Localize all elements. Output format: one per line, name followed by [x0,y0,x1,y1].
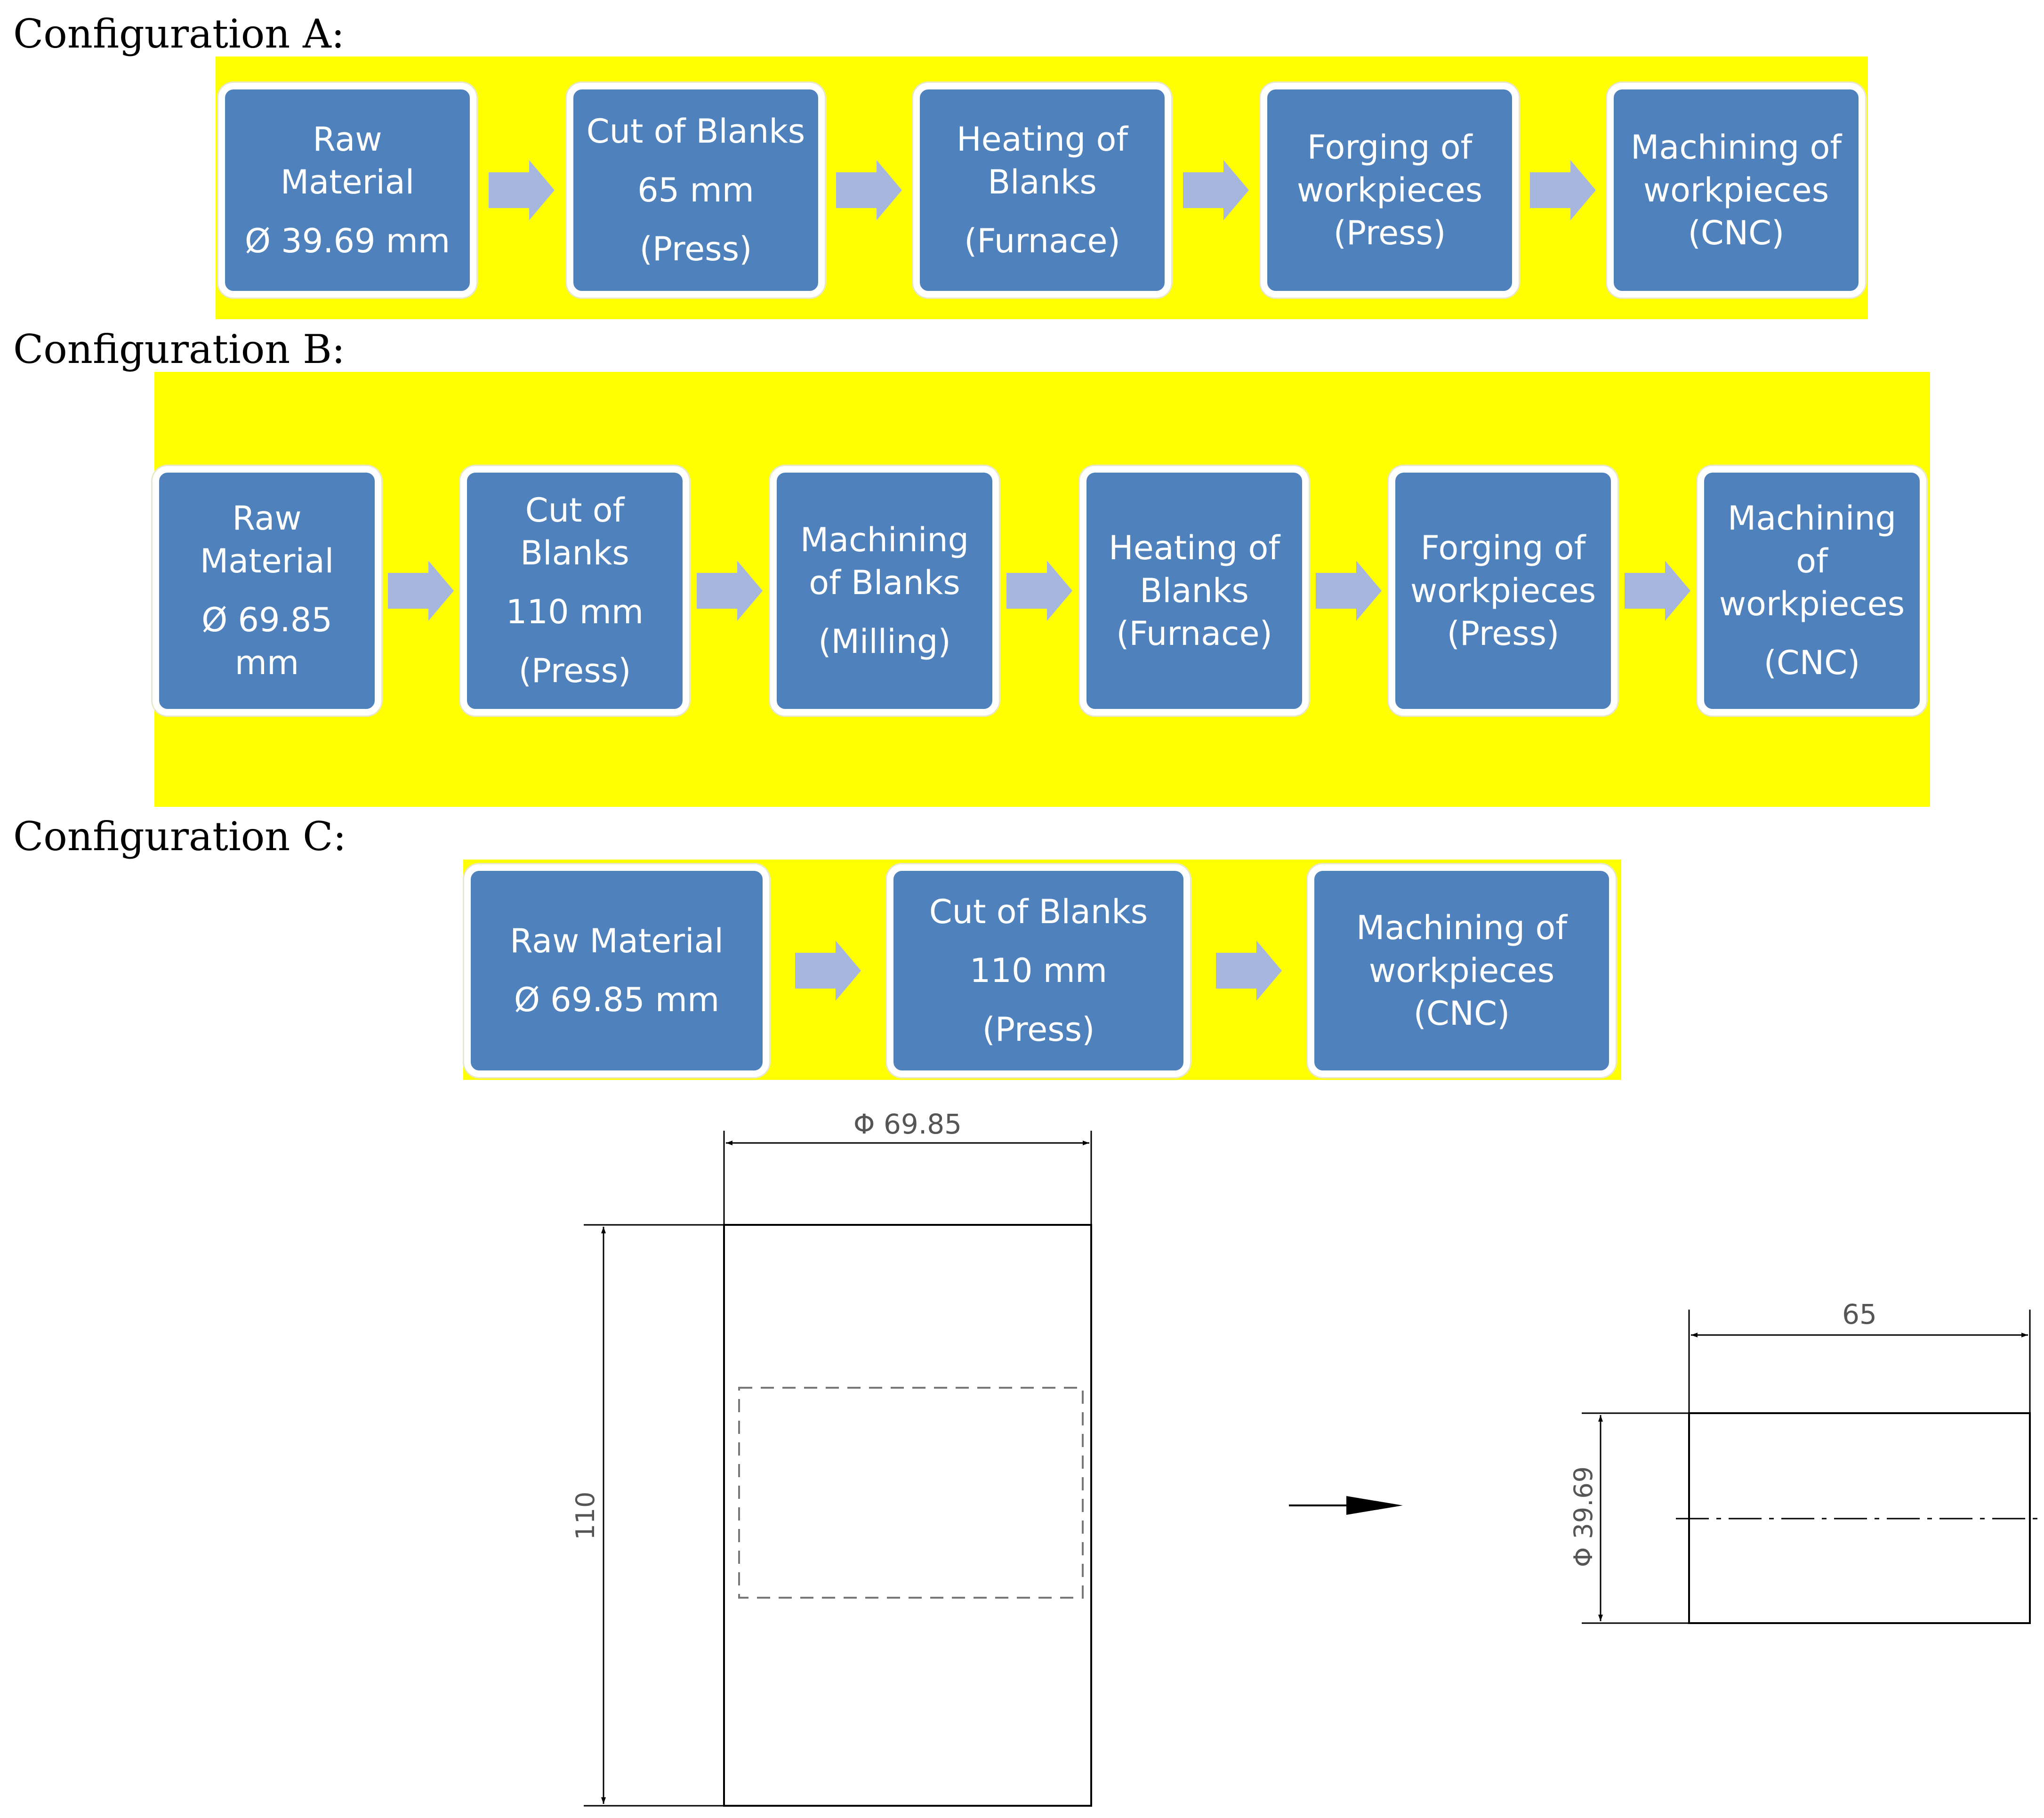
step-label: Machining of workpieces (CNC) [1719,497,1905,684]
step-label-line: 65 mm [637,170,754,209]
step-label-line: (Press) [1447,614,1560,653]
config-a-title: Configuration A: [13,11,345,57]
step-label-line: (CNC) [1413,994,1510,1033]
step-label-line: (Press) [518,652,631,690]
step-label-line: (CNC) [1688,213,1785,252]
config-c-step-3: Machining of workpieces (CNC) [1308,864,1616,1077]
step-label-line: Forging of [1307,128,1473,167]
blank-diameter-label: Φ 69.85 [853,1108,962,1140]
config-b-step-3: Machining of Blanks (Milling) [770,466,999,716]
step-label-line: Material [280,162,415,201]
step-label-line: Blanks [1140,571,1249,610]
step-label-line: Ø 39.69 mm [244,221,451,260]
step-label-line: Heating of [1108,528,1280,567]
step-label: Forging of workpieces (Press) [1410,527,1596,655]
step-label: Cut of Blanks 110 mm (Press) [506,489,644,692]
config-b-step-2: Cut of Blanks 110 mm (Press) [460,466,689,716]
config-b-step-5: Forging of workpieces (Press) [1389,466,1617,716]
blank-outline [723,1224,1092,1807]
step-label-line: Raw [313,120,382,159]
workpiece-length-label: 65 [1842,1298,1877,1330]
step-label-line: Blanks [520,534,629,572]
step-label-line: (CNC) [1763,644,1860,682]
step-label-line: Blanks [988,162,1097,201]
step-label-line: Heating of [956,120,1128,159]
step-label-line: Forging of [1420,528,1586,567]
config-c-step-1: Raw Material Ø 69.85 mm [464,864,769,1077]
step-label-line: (Milling) [818,622,951,661]
config-b-title: Configuration B: [13,326,346,372]
step-label-line: workpieces [1410,571,1596,610]
step-label-line: workpieces [1719,585,1905,623]
config-a-step-2: Cut of Blanks 65 mm (Press) [567,83,825,298]
step-label-line: 110 mm [506,593,644,631]
step-label-line: Ø 69.85 [201,601,332,639]
step-label-line: Ø 69.85 mm [514,981,720,1019]
step-label-line: Machining of [1356,908,1567,947]
workpiece-drawing: 65 Φ 39.69 [1569,1298,2043,1624]
step-label-line: of [1796,542,1828,580]
step-label: Machining of Blanks (Milling) [800,519,969,663]
step-label-line: 110 mm [969,951,1108,990]
step-label-line: Cut of Blanks [586,112,805,151]
step-label-line: workpieces [1643,170,1829,209]
step-label: Machining of workpieces (CNC) [1356,907,1567,1035]
step-label-line: Machining [800,520,969,559]
step-label-line: Raw Material [510,922,724,960]
config-b-step-4: Heating of Blanks (Furnace) [1080,466,1309,716]
step-label-line: Cut of [525,491,625,530]
step-label: Cut of Blanks 110 mm (Press) [929,891,1148,1051]
step-label-line: Machining of [1631,128,1842,167]
step-label-line: (Press) [639,229,752,268]
step-label-line: of Blanks [809,563,960,602]
step-label-line: workpieces [1296,170,1483,209]
config-b-step-6: Machining of workpieces (CNC) [1698,466,1926,716]
step-label: Cut of Blanks 65 mm (Press) [587,110,805,271]
technical-drawing: Φ 69.85 110 65 Φ 39.69 [571,1108,2043,1807]
transition-arrow [1289,1496,1403,1515]
workpiece-diameter-label: Φ 39.69 [1569,1466,1598,1567]
step-label-line: (Press) [1333,213,1446,252]
step-label: Heating of Blanks (Furnace) [1109,527,1280,655]
step-label-line: (Press) [982,1010,1095,1049]
step-label: Raw Material Ø 69.85 mm [510,920,724,1022]
step-label-line: (Furnace) [964,221,1120,260]
step-label-line: workpieces [1368,951,1555,990]
step-label-line: mm [234,644,299,682]
blank-drawing: Φ 69.85 110 [571,1108,1092,1807]
step-label-line: Raw [232,499,302,538]
config-c-title: Configuration C: [13,813,346,860]
step-label-line: (Furnace) [1116,614,1272,653]
step-label-line: Cut of Blanks [929,892,1148,931]
config-c-step-2: Cut of Blanks 110 mm (Press) [887,864,1190,1077]
workpiece-hidden-outline [738,1387,1084,1599]
blank-length-label: 110 [571,1491,600,1540]
step-label-line: Material [200,542,334,580]
step-label-line: Machining [1727,499,1897,538]
